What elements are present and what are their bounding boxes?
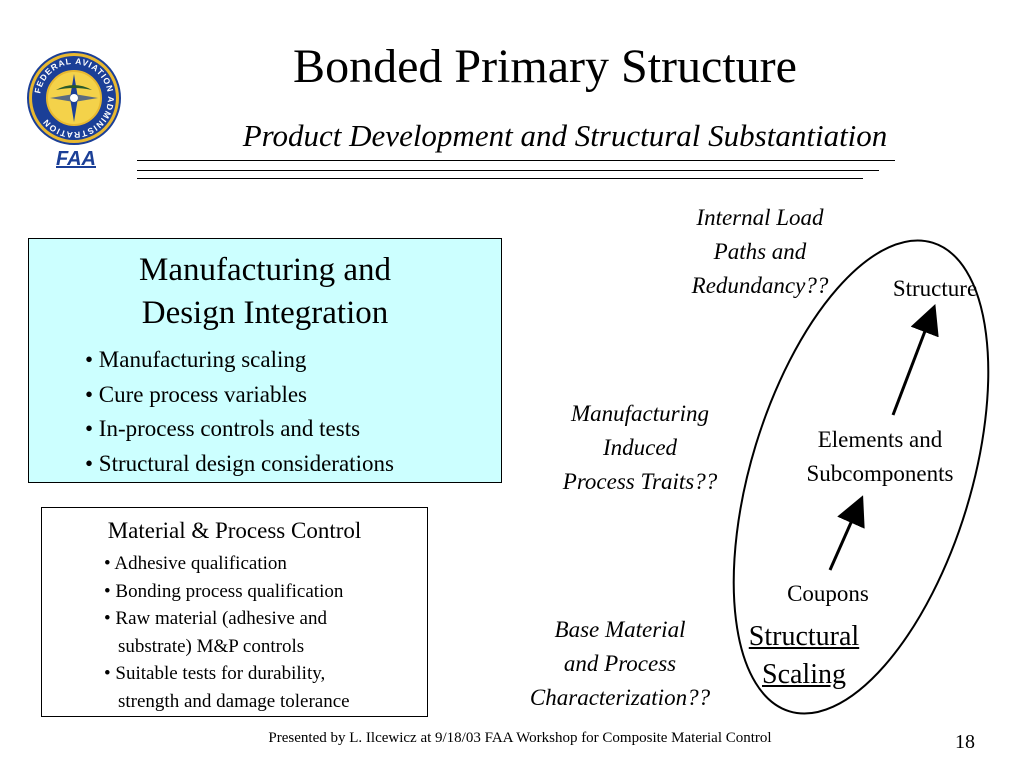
scaling-ellipse (732, 239, 990, 715)
list-item: • Suitable tests for durability, (104, 663, 326, 684)
label-coupons: Coupons (787, 581, 869, 606)
list-item: • In-process controls and tests (85, 416, 361, 441)
list-item-continuation: strength and damage tolerance (118, 690, 350, 712)
label-structure: Structure (892, 276, 978, 301)
faa-seal-logo: FEDERAL AVIATION ADMINISTRATION (27, 51, 121, 145)
label-structural-scaling: Structural Scaling (748, 621, 860, 690)
label-elements-subcomponents: Elements and Subcomponents (806, 427, 954, 486)
manufacturing-box-title: Manufacturing and Design Integration (29, 249, 501, 335)
page-subtitle: Product Development and Structural Subst… (242, 118, 888, 153)
question-manufacturing-induced: Manufacturing Induced Process Traits?? (562, 401, 718, 494)
manufacturing-title-line2: Design Integration (141, 295, 389, 331)
manufacturing-design-box: Manufacturing and Design Integration • M… (28, 238, 502, 483)
manufacturing-title-line1: Manufacturing and (139, 252, 391, 288)
question-internal-load: Internal Load Paths and Redundancy?? (691, 205, 829, 298)
header-rule-1 (137, 160, 895, 161)
header-rule-3 (137, 178, 863, 179)
question-base-material: Base Material and Process Characterizati… (529, 617, 711, 710)
faa-logo-label: FAA (56, 148, 96, 170)
header-rule-2 (137, 170, 879, 171)
list-item: • Manufacturing scaling (85, 347, 307, 372)
material-box-title: Material & Process Control (107, 518, 362, 543)
list-item: • Adhesive qualification (104, 553, 287, 574)
material-list: • Adhesive qualification • Bonding proce… (104, 550, 350, 715)
footer-text: Presented by L. Ilcewicz at 9/18/03 FAA … (268, 730, 772, 746)
material-process-box: Material & Process Control • Adhesive qu… (41, 507, 428, 717)
list-item: • Raw material (adhesive and (104, 608, 327, 629)
arrow-coupons-to-elements (828, 495, 865, 571)
arrow-elements-to-structure (891, 303, 939, 416)
list-item: • Cure process variables (85, 381, 308, 407)
manufacturing-list: • Manufacturing scaling • Cure process v… (85, 343, 394, 481)
list-item: • Bonding process qualification (104, 580, 344, 602)
list-item-continuation: substrate) M&P controls (118, 635, 305, 657)
page-number: 18 (955, 731, 975, 753)
list-item: • Structural design considerations (85, 450, 394, 476)
page-title: Bonded Primary Structure (293, 40, 797, 93)
